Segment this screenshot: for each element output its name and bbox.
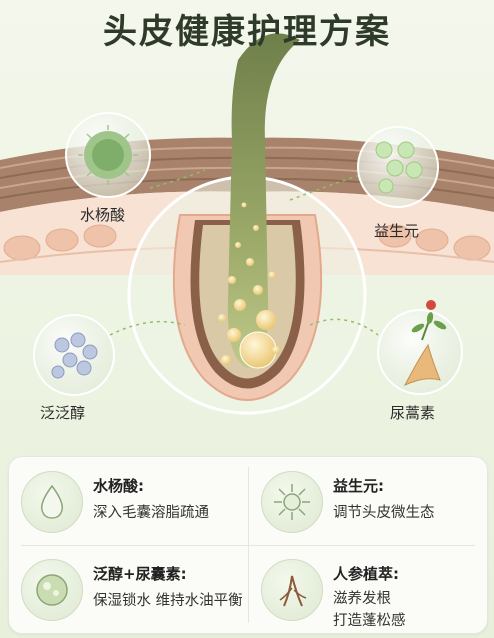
label-prebiotic: 益生元	[374, 222, 420, 240]
ginseng-bubble	[377, 300, 463, 395]
card-title: 益生元:	[333, 477, 384, 495]
ginseng-root-icon	[261, 559, 323, 621]
card-desc-line1: 滋养发根	[333, 591, 391, 607]
card-desc-line2: 打造蓬松感	[333, 613, 406, 629]
card-title: 水杨酸:	[93, 477, 144, 495]
ingredient-benefits-panel: 水杨酸: 深入毛囊溶脂疏通 益生元: 调节头皮微生态	[8, 456, 488, 634]
scalp-cross-section-illustration	[0, 33, 494, 415]
hair-shaft	[227, 33, 300, 368]
label-salicylic-acid: 水杨酸	[80, 206, 126, 224]
label-panthenol: 泛泛醇	[40, 404, 86, 422]
panthenol-bubble	[33, 314, 115, 396]
panel-horizontal-divider	[21, 545, 475, 546]
card-desc: 深入毛囊溶脂疏通	[93, 505, 209, 521]
label-allantoin: 尿蒿素	[390, 404, 436, 422]
card-ginseng: 人参植萃: 滋养发根 打造蓬松感	[253, 549, 485, 629]
card-title: 泛醇+尿囊素:	[93, 565, 187, 583]
salicylic-acid-bubble	[65, 112, 151, 198]
microbe-icon	[261, 471, 323, 533]
card-salicylic-acid: 水杨酸: 深入毛囊溶脂疏通	[13, 461, 245, 541]
page-title: 头皮健康护理方案	[103, 12, 391, 52]
card-desc: 调节头皮微生态	[333, 505, 435, 521]
moisture-cell-icon	[21, 559, 83, 621]
card-title: 人参植萃:	[333, 565, 399, 583]
card-desc: 保湿锁水 维持水油平衡	[93, 593, 243, 609]
card-panthenol-allantoin: 泛醇+尿囊素: 保湿锁水 维持水油平衡	[13, 549, 245, 629]
active-bubbles	[218, 202, 280, 369]
droplet-icon	[21, 471, 83, 533]
card-prebiotic: 益生元: 调节头皮微生态	[253, 461, 485, 541]
prebiotic-bubble	[357, 126, 439, 208]
